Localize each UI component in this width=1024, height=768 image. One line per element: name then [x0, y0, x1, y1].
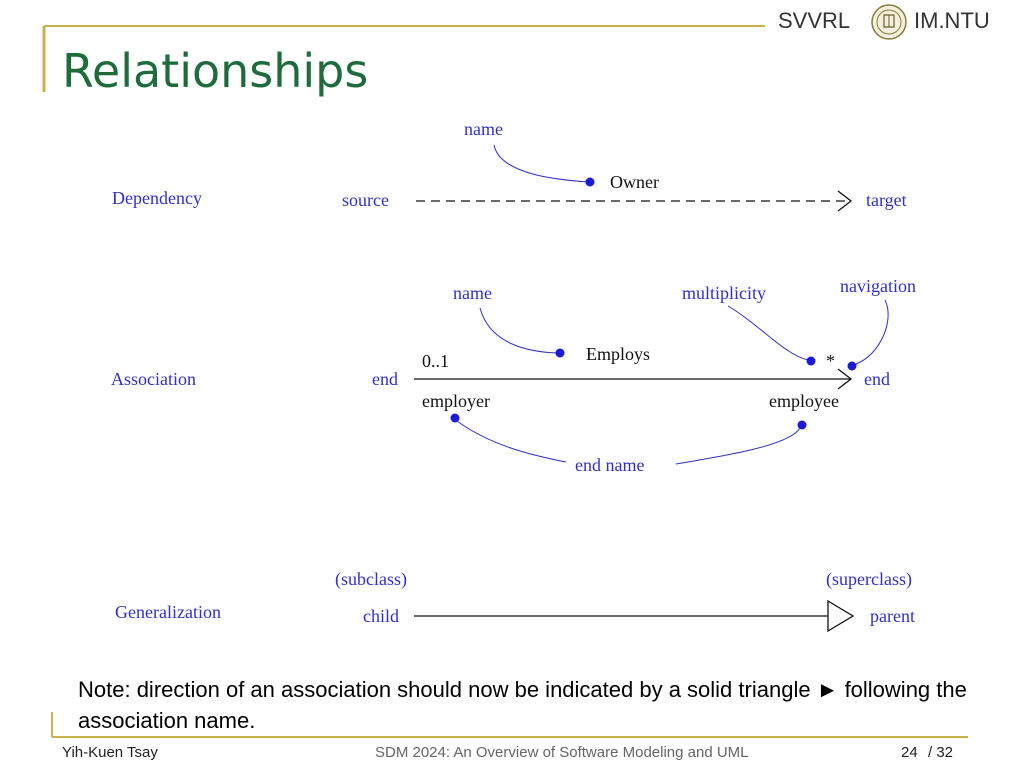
employer-role: employer: [422, 391, 490, 411]
multiplicity-callout-line: [727, 305, 809, 361]
employee-role: employee: [769, 391, 839, 411]
navigation-callout: navigation: [840, 276, 916, 296]
dependency-name-callout: name: [464, 119, 503, 139]
multiplicity-dot: [806, 356, 816, 366]
dependency-open-arrowhead: [837, 190, 853, 212]
navigation-callout-line: [855, 299, 889, 365]
superclass-label: (superclass): [826, 569, 912, 589]
end-name-right-line: [675, 427, 801, 465]
parent-label: parent: [870, 606, 915, 626]
association-name-dot: [555, 348, 565, 358]
right-multiplicity: *: [826, 351, 835, 371]
imntu-brand: IM.NTU: [914, 8, 990, 33]
footer-course: SDM 2024: An Overview of Software Modeli…: [375, 744, 749, 761]
svvrl-brand: SVVRL: [778, 8, 851, 33]
navigation-dot: [847, 361, 857, 371]
note-text: Note: direction of an association should…: [78, 677, 967, 733]
association-label: Association: [111, 369, 196, 389]
multiplicity-callout: multiplicity: [682, 283, 766, 303]
dependency-name-dot: [585, 177, 595, 187]
end-name-left-line: [456, 420, 567, 463]
left-multiplicity: 0..1: [422, 351, 449, 371]
page-total: / 32: [928, 744, 954, 761]
association-name-callout: name: [453, 283, 492, 303]
page-title: Relationships: [62, 44, 369, 98]
end-name-callout: end name: [575, 455, 645, 475]
dependency-target: target: [866, 190, 907, 210]
dependency-label: Dependency: [112, 188, 202, 208]
association-left-end: end: [372, 369, 398, 389]
association-open-arrowhead: [837, 368, 853, 390]
association-right-end: end: [864, 369, 890, 389]
association-name-callout-line: [479, 307, 558, 354]
footer-author: Yih-Kuen Tsay: [62, 744, 158, 761]
generalization-hollow-triangle: [827, 599, 855, 633]
employee-end-dot: [797, 420, 807, 430]
association-name-value: Employs: [586, 344, 651, 364]
subclass-label: (subclass): [335, 569, 407, 589]
generalization-label: Generalization: [115, 602, 221, 622]
dependency-source: source: [342, 190, 389, 210]
employer-end-dot: [450, 413, 460, 423]
child-label: child: [363, 606, 399, 626]
dependency-name-value: Owner: [610, 172, 659, 192]
ntu-seal-icon: [871, 4, 907, 40]
dependency-name-callout-line: [493, 144, 589, 183]
page-number: 24: [901, 744, 918, 761]
